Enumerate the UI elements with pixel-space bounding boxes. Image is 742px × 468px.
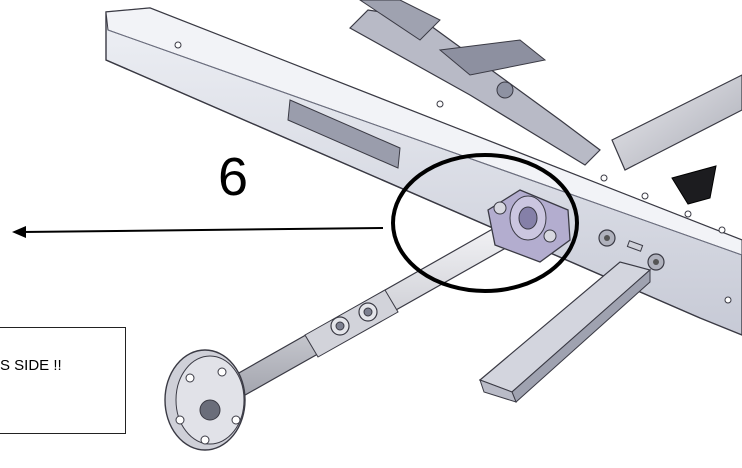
note-text: S SIDE !! — [0, 357, 62, 374]
coupling — [330, 302, 378, 336]
note-box — [0, 327, 126, 434]
callout-ellipse — [391, 153, 579, 293]
step-number: 6 — [218, 147, 249, 207]
end-flange — [164, 349, 246, 451]
left-arrow-icon — [12, 226, 384, 238]
lever-arm — [349, 0, 601, 166]
rubber-stop — [671, 165, 717, 205]
frame-bolts — [598, 229, 665, 271]
angle-bracket — [478, 261, 652, 403]
flange-bearing — [487, 189, 571, 263]
rear-rod — [611, 74, 742, 171]
